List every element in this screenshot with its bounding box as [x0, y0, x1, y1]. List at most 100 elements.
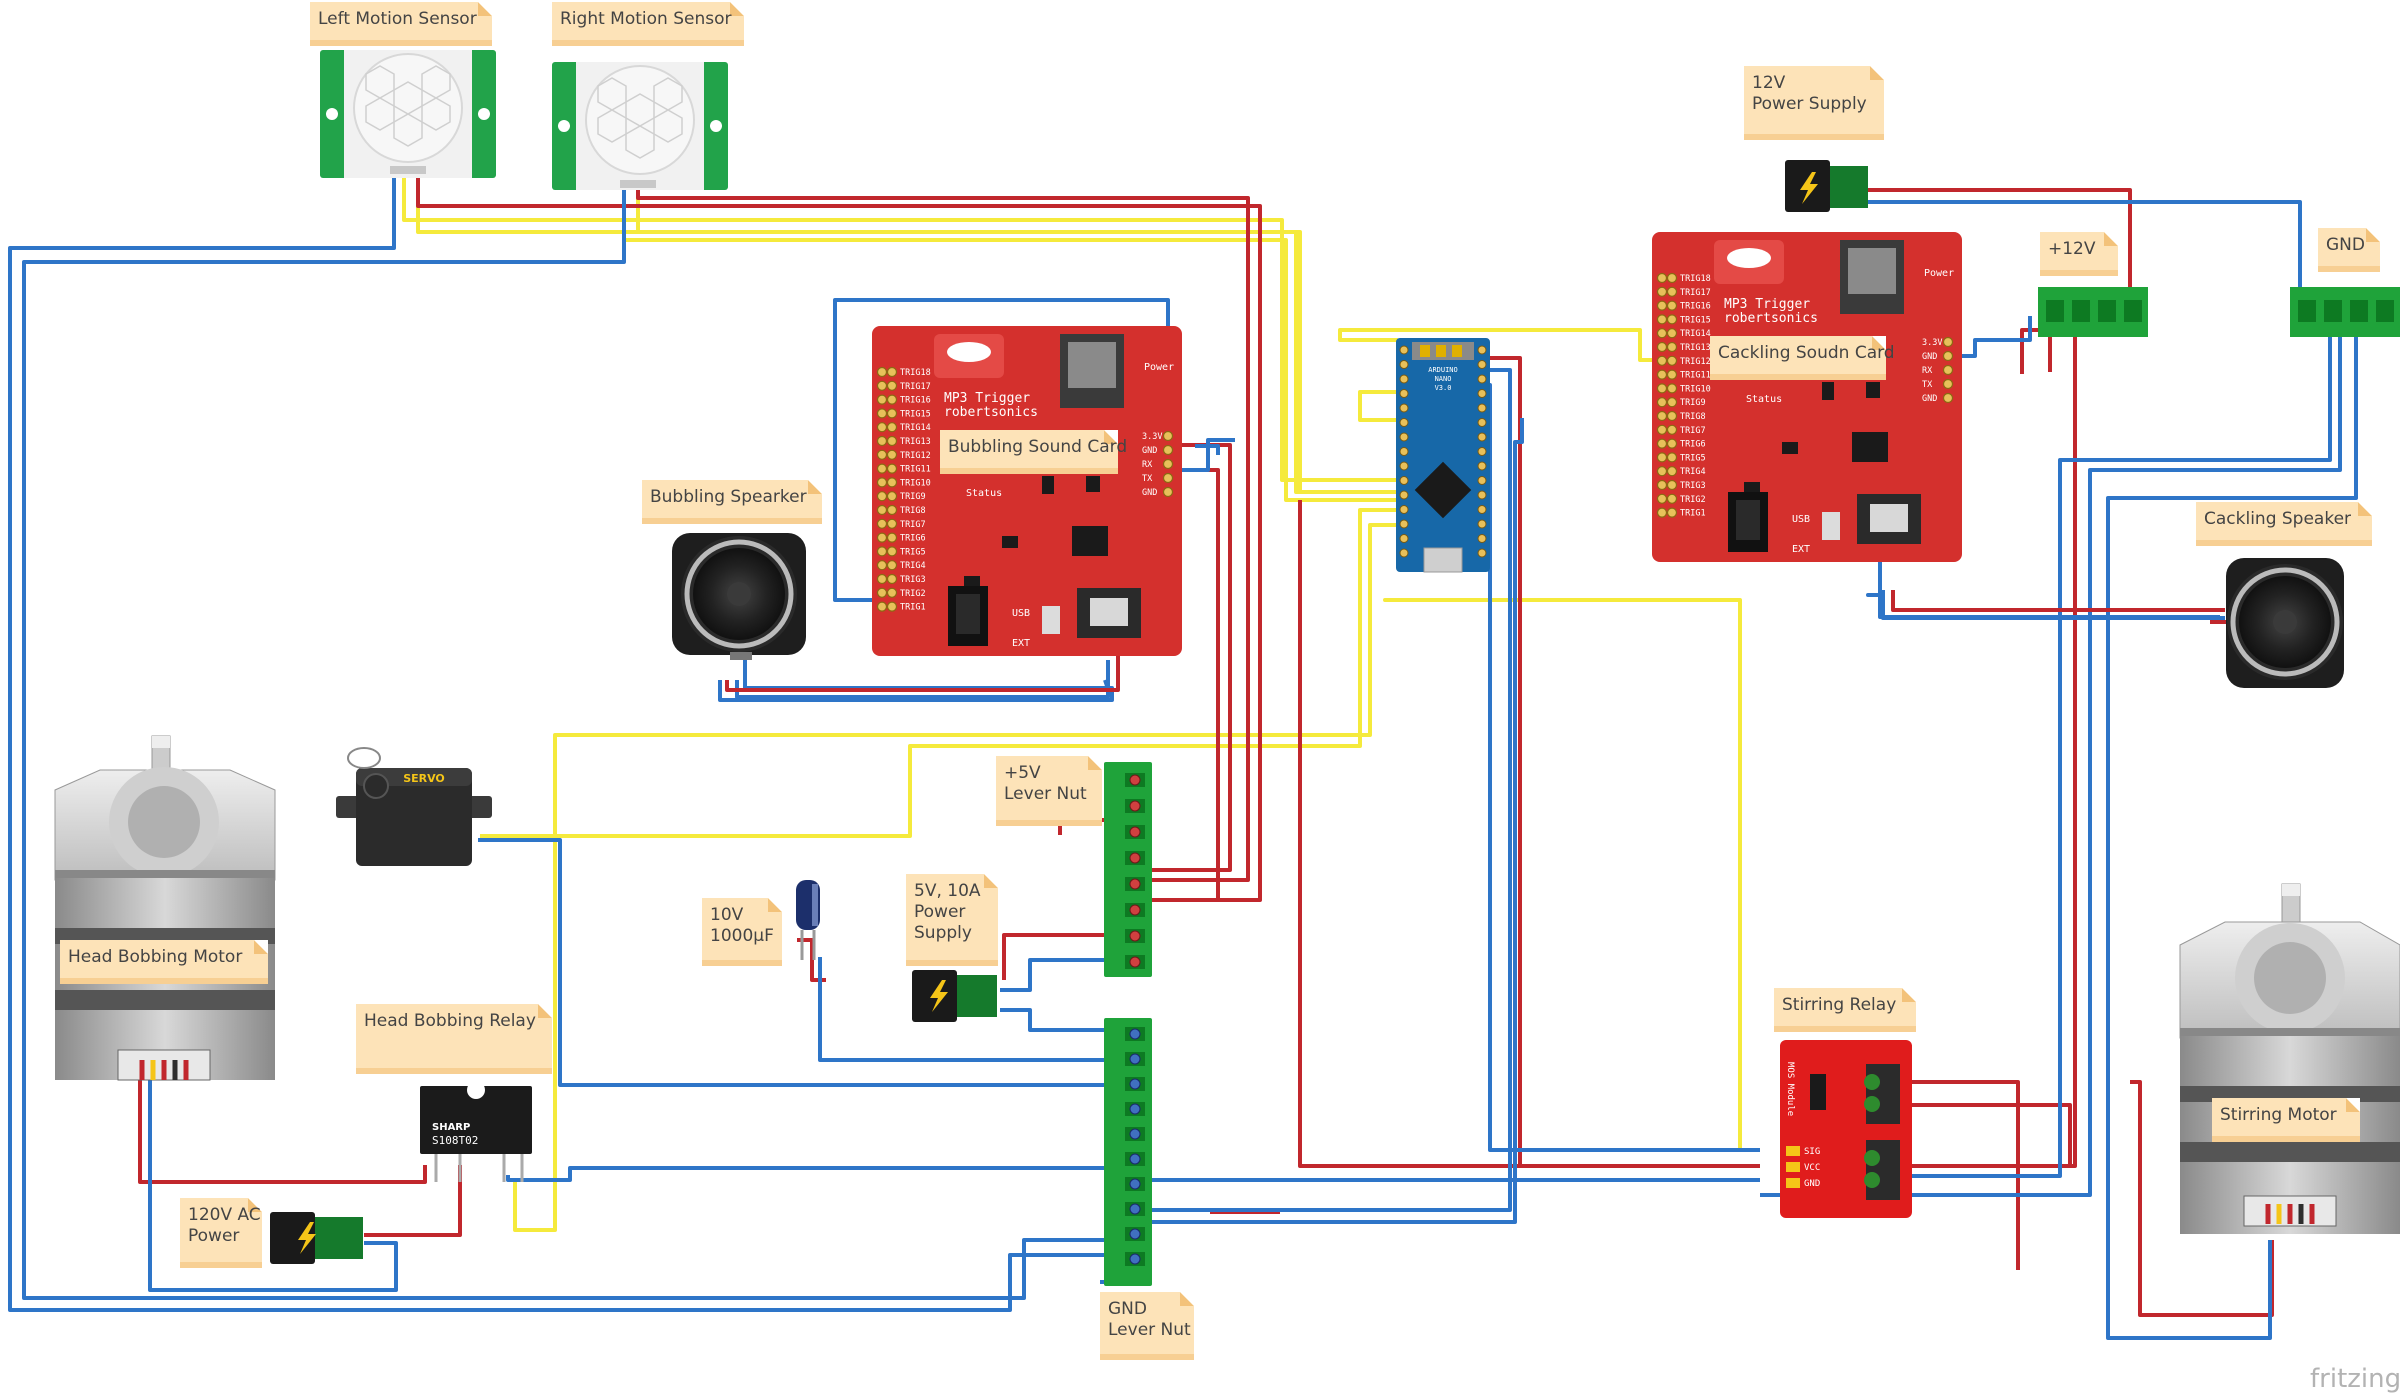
- fresnel-lens-icon: [365, 65, 451, 147]
- bubbling-board-pin-label: TRIG12: [900, 451, 931, 461]
- gnd-terminal: [2290, 287, 2400, 337]
- cackling-board-pin-label: TRIG17: [1680, 288, 1711, 298]
- stirring-motor: [2179, 883, 2400, 1234]
- bubbling-board-serial-pin-label: 3.3V: [1142, 432, 1162, 442]
- note-stirring-motor: Stirring Motor: [2212, 1098, 2360, 1142]
- lightning-icon: [298, 1222, 316, 1254]
- gnd-lever-nut: [1104, 1018, 1152, 1286]
- arduino-name-1: ARDUINO: [1428, 366, 1458, 374]
- lightning-icon: [930, 980, 948, 1012]
- note-text: Bubbling Spearker: [650, 487, 807, 507]
- relay-model: S108T02: [432, 1134, 478, 1147]
- cackling-board-title-1: MP3 Trigger: [1724, 297, 1810, 312]
- cackling-board-pin-label: TRIG7: [1680, 426, 1706, 436]
- note-text: Right Motion Sensor: [560, 9, 731, 29]
- note-text: Bubbling Sound Card: [948, 437, 1127, 457]
- cackling-board-serial-pin-label: GND: [1922, 352, 1937, 362]
- mos-pin-sig: SIG: [1804, 1147, 1820, 1157]
- bubbling-board-pin-label: TRIG3: [900, 575, 926, 585]
- note-stirring-relay: Stirring Relay: [1774, 988, 1916, 1032]
- bubbling-board-pin-label: TRIG5: [900, 547, 926, 557]
- bubbling-sound-card: MP3 TriggerrobertsonicsPowerStatusTRIG18…: [872, 326, 1182, 656]
- lightning-icon: [1800, 172, 1818, 204]
- ic-chip: [1852, 432, 1888, 462]
- cackling-board-pin-label: TRIG2: [1680, 495, 1706, 505]
- cackling-board-pin-label: TRIG15: [1680, 315, 1711, 325]
- head-bobbing-relay: SHARP S108T02: [420, 1081, 532, 1182]
- bubbling-board-pin-label: TRIG7: [900, 520, 926, 530]
- note-text: Head Bobbing Motor: [68, 947, 242, 967]
- bubbling-board-title-1: MP3 Trigger: [944, 391, 1030, 406]
- note-text: GND: [1108, 1299, 1147, 1319]
- bubbling-board-ext-label: EXT: [1012, 638, 1030, 649]
- bubbling-board-pin-label: TRIG4: [900, 561, 926, 571]
- cackling-board-pin-label: TRIG10: [1680, 384, 1711, 394]
- bubbling-board-pin-label: TRIG16: [900, 396, 931, 406]
- power-supply-12v-jack: [1785, 160, 1868, 212]
- arduino-nano: ARDUINO NANO V3.0: [1396, 338, 1490, 573]
- right-motion-sensor: [552, 62, 728, 190]
- note-text: Lever Nut: [1004, 784, 1087, 804]
- bubbling-board-pin-label: TRIG17: [900, 382, 931, 392]
- arduino-name-3: V3.0: [1435, 384, 1452, 392]
- cackling-sound-card: MP3 TriggerrobertsonicsPowerStatusTRIG18…: [1652, 232, 1962, 562]
- power-supply-5v-jack: [912, 970, 997, 1022]
- servo-label: SERVO: [403, 772, 445, 785]
- note-text: 10V: [710, 905, 744, 925]
- usb-ext-switch: [1042, 606, 1060, 634]
- note-cackling-sound-card: Cackling Soudn Card: [1710, 336, 1895, 380]
- note-text: Power: [188, 1226, 239, 1246]
- bubbling-board-pin-label: TRIG14: [900, 423, 931, 433]
- note-text: Supply: [914, 923, 972, 943]
- note-text: Left Motion Sensor: [318, 9, 477, 29]
- bubbling-board-serial-pin-label: RX: [1142, 460, 1153, 470]
- notes: Left Motion Sensor Right Motion Sensor 12V…: [60, 2, 2380, 1360]
- bubbling-board-pin-label: TRIG11: [900, 465, 931, 475]
- cackling-board-pin-label: TRIG12: [1680, 357, 1711, 367]
- plus-5v-lever-nut: [1104, 762, 1152, 977]
- note-gnd: GND: [2318, 228, 2380, 272]
- note-text: Stirring Motor: [2220, 1105, 2337, 1125]
- red-wires: [138, 168, 2274, 1317]
- witch-hat-icon: [1727, 248, 1771, 268]
- note-bubbling-sound-card: Bubbling Sound Card: [940, 430, 1127, 474]
- servo: SERVO: [336, 747, 492, 866]
- cackling-board-pin-label: TRIG5: [1680, 453, 1706, 463]
- plus-12v-terminal: [2038, 287, 2148, 337]
- bubbling-board-pin-label: TRIG10: [900, 478, 931, 488]
- note-text: Cackling Speaker: [2204, 509, 2351, 529]
- cackling-board-pin-label: TRIG13: [1680, 343, 1711, 353]
- note-text: 5V, 10A: [914, 881, 981, 901]
- wires: [8, 168, 2358, 1340]
- note-text: 12V: [1752, 73, 1786, 93]
- cackling-board-pin-label: TRIG3: [1680, 481, 1706, 491]
- cackling-board-serial-pin-label: GND: [1922, 394, 1937, 404]
- cackling-board-usb-label: USB: [1792, 514, 1810, 525]
- cackling-board-pin-label: TRIG16: [1680, 302, 1711, 312]
- stirring-relay-mos-module: SIG VCC GND MOS Module: [1780, 1040, 1912, 1218]
- bubbling-board-pin-label: TRIG15: [900, 409, 931, 419]
- bubbling-board-pin-label: TRIG9: [900, 492, 926, 502]
- note-text: Stirring Relay: [1782, 995, 1896, 1015]
- note-right-motion-sensor: Right Motion Sensor: [552, 2, 744, 46]
- note-text: Power Supply: [1752, 94, 1867, 114]
- cackling-board-pin-label: TRIG9: [1680, 398, 1706, 408]
- head-bobbing-motor: [54, 735, 276, 1081]
- cackling-board-title-2: robertsonics: [1724, 311, 1818, 326]
- bubbling-speaker: [672, 533, 806, 660]
- note-text: +12V: [2048, 239, 2096, 259]
- note-text: Lever Nut: [1108, 1320, 1191, 1340]
- bubbling-board-pin-label: TRIG1: [900, 603, 926, 613]
- cackling-board-serial-pin-label: 3.3V: [1922, 338, 1942, 348]
- bubbling-board-pin-label: TRIG13: [900, 437, 931, 447]
- bubbling-board-status-label: Status: [966, 488, 1002, 499]
- note-text: Power: [914, 902, 965, 922]
- cackling-board-pin-label: TRIG8: [1680, 412, 1706, 422]
- bubbling-board-serial-pin-label: GND: [1142, 488, 1157, 498]
- cackling-board-pin-label: TRIG1: [1680, 509, 1706, 519]
- bubbling-board-serial-pin-label: GND: [1142, 446, 1157, 456]
